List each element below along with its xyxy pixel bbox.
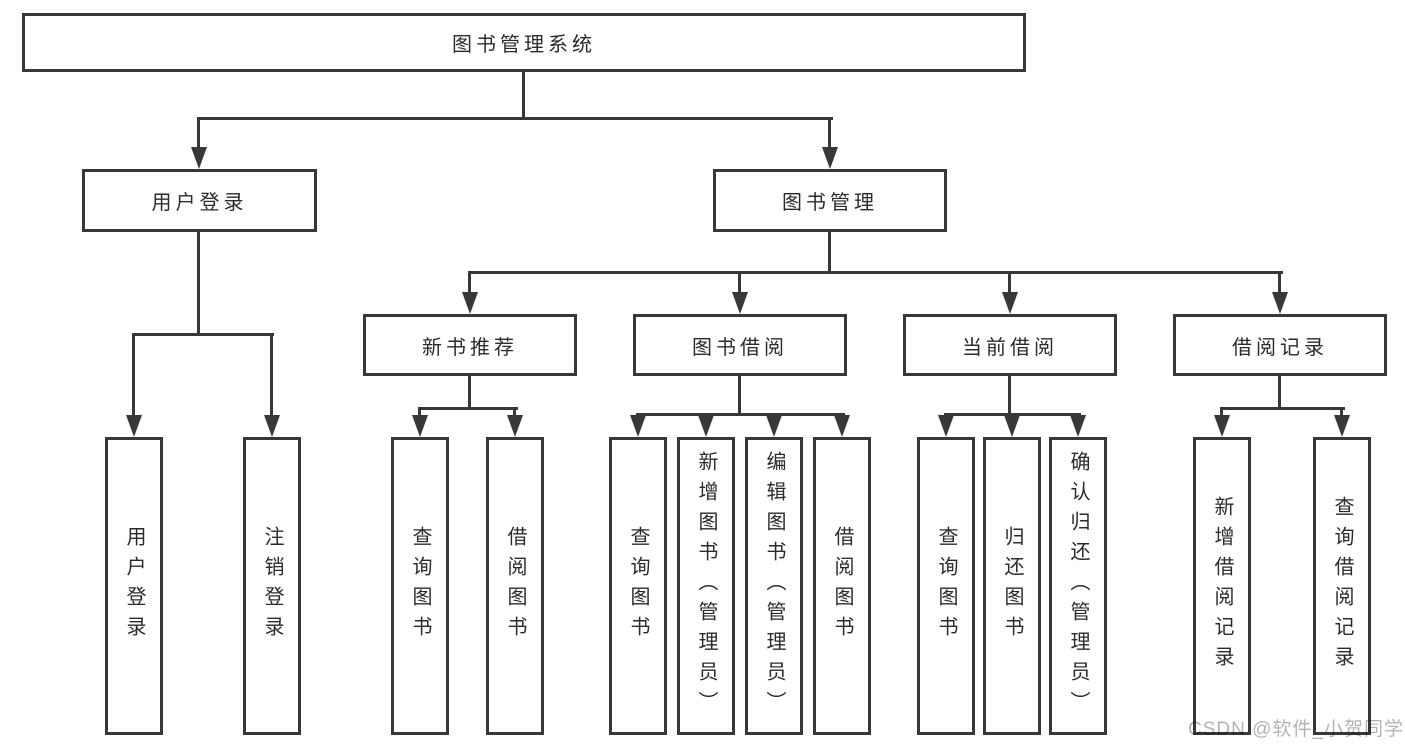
arrow-down-icon	[1004, 415, 1020, 437]
leaf-return-books: 归还图书	[983, 437, 1041, 735]
arrow-down-icon	[462, 292, 478, 314]
node-user-login: 用户登录	[82, 169, 317, 232]
arrow-down-icon	[698, 415, 714, 437]
leaf-borrow-books: 借阅图书	[813, 437, 871, 735]
leaf-edit-books-admin: 编辑图书（管理员）	[745, 437, 803, 735]
connector-user-login-stem	[197, 232, 200, 336]
connector-drop-book-borrow	[738, 271, 741, 293]
connector-drop-book-mgmt	[828, 117, 831, 150]
connector-new-books-rail	[418, 407, 518, 410]
arrow-down-icon	[191, 147, 207, 169]
leaf-label: 用户登录	[123, 526, 145, 646]
leaf-label: 新增图书（管理员）	[695, 451, 717, 721]
connector-drop-borrow-records	[1278, 271, 1281, 293]
node-book-management: 图书管理	[713, 169, 947, 232]
arrow-down-icon	[766, 415, 782, 437]
node-book-borrow: 图书借阅	[633, 314, 847, 376]
connector-drop-leaf-logout	[270, 333, 273, 417]
leaf-label: 查询借阅记录	[1331, 496, 1353, 676]
leaf-label: 新增借阅记录	[1211, 496, 1233, 676]
arrow-down-icon	[834, 415, 850, 437]
leaf-label: 注销登录	[261, 526, 283, 646]
connector-drop	[1340, 407, 1343, 417]
connector-borrow-records-rail	[1220, 407, 1345, 410]
arrow-down-icon	[1070, 415, 1086, 437]
leaf-label: 归还图书	[1001, 526, 1023, 646]
connector-drop	[1220, 407, 1223, 417]
connector-drop-new-books	[468, 271, 471, 293]
leaf-borrow-books-newbooks: 借阅图书	[486, 437, 544, 735]
connector-root-stem	[522, 72, 525, 119]
connector-level2-rail	[198, 117, 833, 120]
leaf-query-books-current: 查询图书	[917, 437, 975, 735]
connector-drop-current-borrow	[1008, 271, 1011, 293]
leaf-logout: 注销登录	[243, 437, 301, 735]
leaf-label: 查询图书	[627, 526, 649, 646]
leaf-add-borrow-record: 新增借阅记录	[1193, 437, 1251, 735]
arrow-down-icon	[507, 415, 523, 437]
leaf-add-books-admin: 新增图书（管理员）	[677, 437, 735, 735]
arrow-down-icon	[412, 415, 428, 437]
leaf-label: 借阅图书	[831, 526, 853, 646]
connector-current-borrow-stem	[1008, 376, 1011, 416]
arrow-down-icon	[630, 415, 646, 437]
arrow-down-icon	[1214, 415, 1230, 437]
node-root: 图书管理系统	[22, 13, 1026, 72]
arrow-down-icon	[938, 415, 954, 437]
leaf-label: 查询图书	[409, 526, 431, 646]
csdn-watermark: CSDN @软件_小贺同学	[1188, 719, 1404, 740]
connector-book-mgmt-stem	[828, 232, 831, 274]
connector-new-books-stem	[468, 376, 471, 410]
leaf-query-books-borrow: 查询图书	[609, 437, 667, 735]
leaf-label: 确认归还（管理员）	[1067, 451, 1089, 721]
leaf-label: 查询图书	[935, 526, 957, 646]
leaf-label: 编辑图书（管理员）	[763, 451, 785, 721]
connector-drop	[513, 407, 516, 417]
connector-drop-leaf-login	[132, 333, 135, 417]
connector-level3-rail	[468, 271, 1283, 274]
connector-borrow-records-stem	[1278, 376, 1281, 410]
connector-current-borrow-rail	[944, 413, 1081, 416]
node-current-borrow: 当前借阅	[903, 314, 1117, 376]
arrow-down-icon	[1002, 292, 1018, 314]
arrow-down-icon	[1272, 292, 1288, 314]
connector-book-borrow-rail	[636, 413, 845, 416]
arrow-down-icon	[126, 415, 142, 437]
node-borrow-records: 借阅记录	[1173, 314, 1387, 376]
connector-drop-user-login	[197, 117, 200, 150]
arrow-down-icon	[264, 415, 280, 437]
arrow-down-icon	[822, 147, 838, 169]
arrow-down-icon	[1334, 415, 1350, 437]
connector-book-borrow-stem	[738, 376, 741, 416]
leaf-label: 借阅图书	[504, 526, 526, 646]
node-new-books: 新书推荐	[363, 314, 577, 376]
leaf-user-login: 用户登录	[105, 437, 163, 735]
leaf-query-books-newbooks: 查询图书	[391, 437, 449, 735]
connector-drop	[418, 407, 421, 417]
arrow-down-icon	[732, 292, 748, 314]
leaf-confirm-return-admin: 确认归还（管理员）	[1049, 437, 1107, 735]
connector-user-login-rail	[132, 333, 274, 336]
leaf-query-borrow-record: 查询借阅记录	[1313, 437, 1371, 735]
